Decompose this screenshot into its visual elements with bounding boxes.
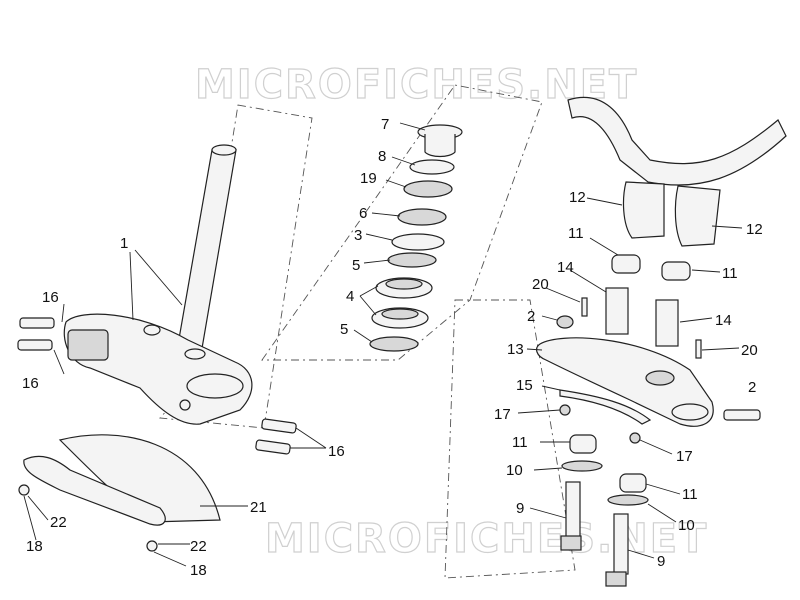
callout-7: 7 [381,116,389,133]
callout-8: 8 [378,148,386,165]
callout-19: 19 [360,170,377,187]
callout-21: 21 [250,499,267,516]
bushing-11-lower-left [569,434,597,454]
callout-10-left: 10 [506,462,523,479]
handlebar-clamp-12-right [674,185,721,247]
mudguard-21 [23,434,221,526]
callout-18-right: 18 [190,562,207,579]
callout-22-right: 22 [190,538,207,555]
callout-10-right: 10 [678,517,695,534]
upper-triple-clamp-13 [536,337,714,427]
watermark-top: MICROFICHES.NET [195,62,638,108]
callout-13: 13 [507,341,524,358]
callout-17-left: 17 [494,406,511,423]
callout-11-upper-right: 11 [722,265,738,282]
washer-3 [391,233,445,251]
ring-19 [403,180,453,198]
bushing-11-upper-right [661,261,691,281]
bolt-16-lower [17,339,53,351]
assembly-outline-right [444,299,576,579]
watermark-bottom: MICROFICHES.NET [265,516,708,562]
seal-5-lower [369,336,419,352]
bearing-4-upper [375,277,433,299]
callout-11-lower-left: 11 [512,434,528,451]
callout-16-lower: 16 [22,375,39,392]
screw-18-right [146,540,158,552]
assembly-outline-center [261,84,543,361]
spacer-14-right [655,299,679,347]
handlebar-clamp-12-left [622,181,665,239]
callout-11-lower-right: 11 [682,486,698,503]
clip-15 [559,389,652,425]
oring-10-left [561,460,603,472]
seal-5-upper [387,252,437,268]
callout-18-left: 18 [26,538,43,555]
pin-9-left [560,481,582,551]
callout-11-upper-left: 11 [568,225,584,242]
bolt-16-right-b [255,439,291,455]
spacer-14-left [605,287,629,335]
bushing-11-upper-left [611,254,641,274]
nut-17-left [559,404,571,416]
callout-14-left: 14 [557,259,574,276]
callout-5-lower: 5 [340,321,348,338]
callout-12-left: 12 [569,189,586,206]
callout-20-right: 20 [741,342,758,359]
ring-6 [397,208,447,226]
callout-1: 1 [120,235,128,252]
washer-8 [409,159,455,175]
callout-20-left: 20 [532,276,549,293]
callout-9-right: 9 [657,553,665,570]
lower-triple-clamp [63,144,253,425]
callout-4: 4 [346,288,354,305]
bearing-4-lower [371,307,429,329]
nut-17-right [629,432,641,444]
callout-14-right: 14 [715,312,732,329]
callout-17-right: 17 [676,448,693,465]
pin-9-right [605,513,629,587]
callout-2-left: 2 [527,308,535,325]
callout-6: 6 [359,205,367,222]
callout-12-right: 12 [746,221,763,238]
screw-20-left [581,297,588,317]
screw-18-left [18,484,30,496]
screw-20-right [695,339,702,359]
leader-lines [23,122,743,567]
callout-2-right: 2 [748,379,756,396]
callout-3: 3 [354,227,362,244]
handlebar [567,96,787,186]
callout-16-upper: 16 [42,289,59,306]
bushing-11-lower-right [619,473,647,493]
nut-2-left [556,315,574,329]
nut-7 [417,124,463,158]
bolt-2-right [723,409,761,421]
callout-22-left: 22 [50,514,67,531]
bolt-16-upper [19,317,55,329]
callout-15: 15 [516,377,533,394]
callout-16-right: 16 [328,443,345,460]
bolt-16-right-a [261,418,297,434]
callout-9-left: 9 [516,500,524,517]
oring-10-right [607,494,649,506]
callout-5-upper: 5 [352,257,360,274]
